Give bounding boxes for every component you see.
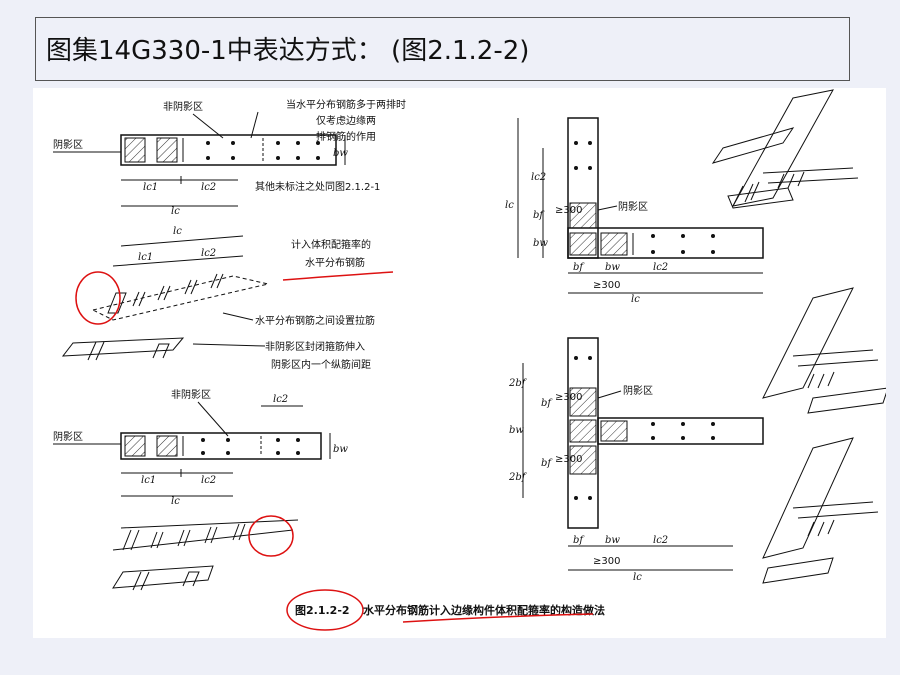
lc-label-2: lc (173, 226, 182, 237)
ge300-label-5: ≥300 (593, 556, 620, 567)
bf-label-5: bf (573, 535, 585, 546)
caption-number: 图2.1.2-2 (295, 604, 350, 617)
note-line-3: 排钢筋的作用 (316, 130, 376, 143)
lc2-label-4: lc2 (653, 262, 668, 273)
bf-label-3: bf (541, 398, 553, 409)
include-line-2: 水平分布钢筋 (305, 256, 365, 269)
non-shadow-zone-label-2: 非阴影区 (171, 389, 211, 401)
drawing-area: 阴影区 非阴影区 当水平分布钢筋多于两排时 仅考虑边缘两 排钢筋的作用 bw l… (33, 88, 889, 638)
lc-label-5: lc (633, 572, 642, 583)
shadow-zone-label: 阴影区 (53, 139, 83, 151)
lc1-label-2: lc1 (138, 252, 153, 263)
hoop-line-2: 阴影区内一个纵筋间距 (271, 358, 371, 371)
twobf-label-1: 2bf (508, 378, 528, 389)
twobf-label-2: 2bf (508, 472, 528, 483)
bw-label-2: bw (333, 444, 348, 455)
shadow-zone-label-2: 阴影区 (53, 431, 83, 443)
ge300-label-4: ≥300 (555, 454, 582, 465)
lc-label-4: lc (631, 294, 640, 305)
note-line-2: 仅考虑边缘两 (316, 114, 376, 127)
detail-drawing: 阴影区 非阴影区 当水平分布钢筋多于两排时 仅考虑边缘两 排钢筋的作用 bw l… (53, 89, 889, 631)
hoop-line-1: 非阴影区封闭箍筋伸入 (265, 340, 365, 353)
lc-label-1: lc (171, 206, 180, 217)
bf-label-2: bf (573, 262, 585, 273)
shadow-zone-label-4: 阴影区 (623, 385, 653, 397)
section-bottom-right: 阴影区 2bf bw 2bf bf bf ≥300 ≥300 bf bw lc2… (508, 287, 889, 584)
lc2-label-3: lc2 (201, 475, 216, 486)
non-shadow-zone-label: 非阴影区 (163, 101, 203, 113)
bw-label-3: bw (533, 238, 548, 249)
figure-caption: 图2.1.2-2 水平分布钢筋计入边缘构件体积配箍率的构造做法 (286, 589, 605, 631)
ge300-label-2: ≥300 (593, 280, 620, 291)
section-top-left: 阴影区 非阴影区 当水平分布钢筋多于两排时 仅考虑边缘两 排钢筋的作用 bw l… (53, 98, 406, 217)
bf-label-4: bf (541, 458, 553, 469)
title-box: 图集14G330-1中表达方式： (图2.1.2-2) (35, 17, 850, 81)
ge300-label-1: ≥300 (555, 205, 582, 216)
lc-label-vert-1: lc (505, 200, 514, 211)
caption-text: 水平分布钢筋计入边缘构件体积配箍率的构造做法 (363, 603, 605, 617)
tie-note: 水平分布钢筋之间设置拉筋 (255, 314, 375, 327)
lc2-label-2: lc2 (201, 248, 216, 259)
lc-label-3: lc (171, 496, 180, 507)
bw-label-5: bw (509, 425, 524, 436)
slide-title: 图集14G330-1中表达方式： (图2.1.2-2) (46, 36, 530, 66)
bw-label-1: bw (333, 148, 348, 159)
bf-label-1: bf (533, 210, 545, 221)
tie-detail: lc lc1 lc2 计入体积配箍率的 水平分布钢筋 水平分布钢筋之间设置拉筋 … (61, 226, 394, 371)
include-line-1: 计入体积配箍率的 (291, 238, 371, 251)
lc2-label-vert-1: lc2 (531, 172, 546, 183)
section-bottom-left: 非阴影区 阴影区 lc2 bw lc1 lc2 lc (53, 389, 348, 591)
note-line-1: 当水平分布钢筋多于两排时 (286, 98, 406, 111)
ge300-label-3: ≥300 (555, 392, 582, 403)
lc2-label-5: lc2 (653, 535, 668, 546)
other-note: 其他未标注之处同图2.1.2-1 (255, 180, 380, 193)
lc2-label-1: lc2 (201, 182, 216, 193)
lc2-label-top: lc2 (273, 394, 288, 405)
section-top-right: 阴影区 lc lc2 bf bw ≥300 bf bw lc2 ≥300 lc (505, 89, 859, 305)
lc1-label-3: lc1 (141, 475, 156, 486)
bw-label-6: bw (605, 535, 620, 546)
lc1-label-1: lc1 (143, 182, 158, 193)
bw-label-4: bw (605, 262, 620, 273)
shadow-zone-label-3: 阴影区 (618, 201, 648, 213)
